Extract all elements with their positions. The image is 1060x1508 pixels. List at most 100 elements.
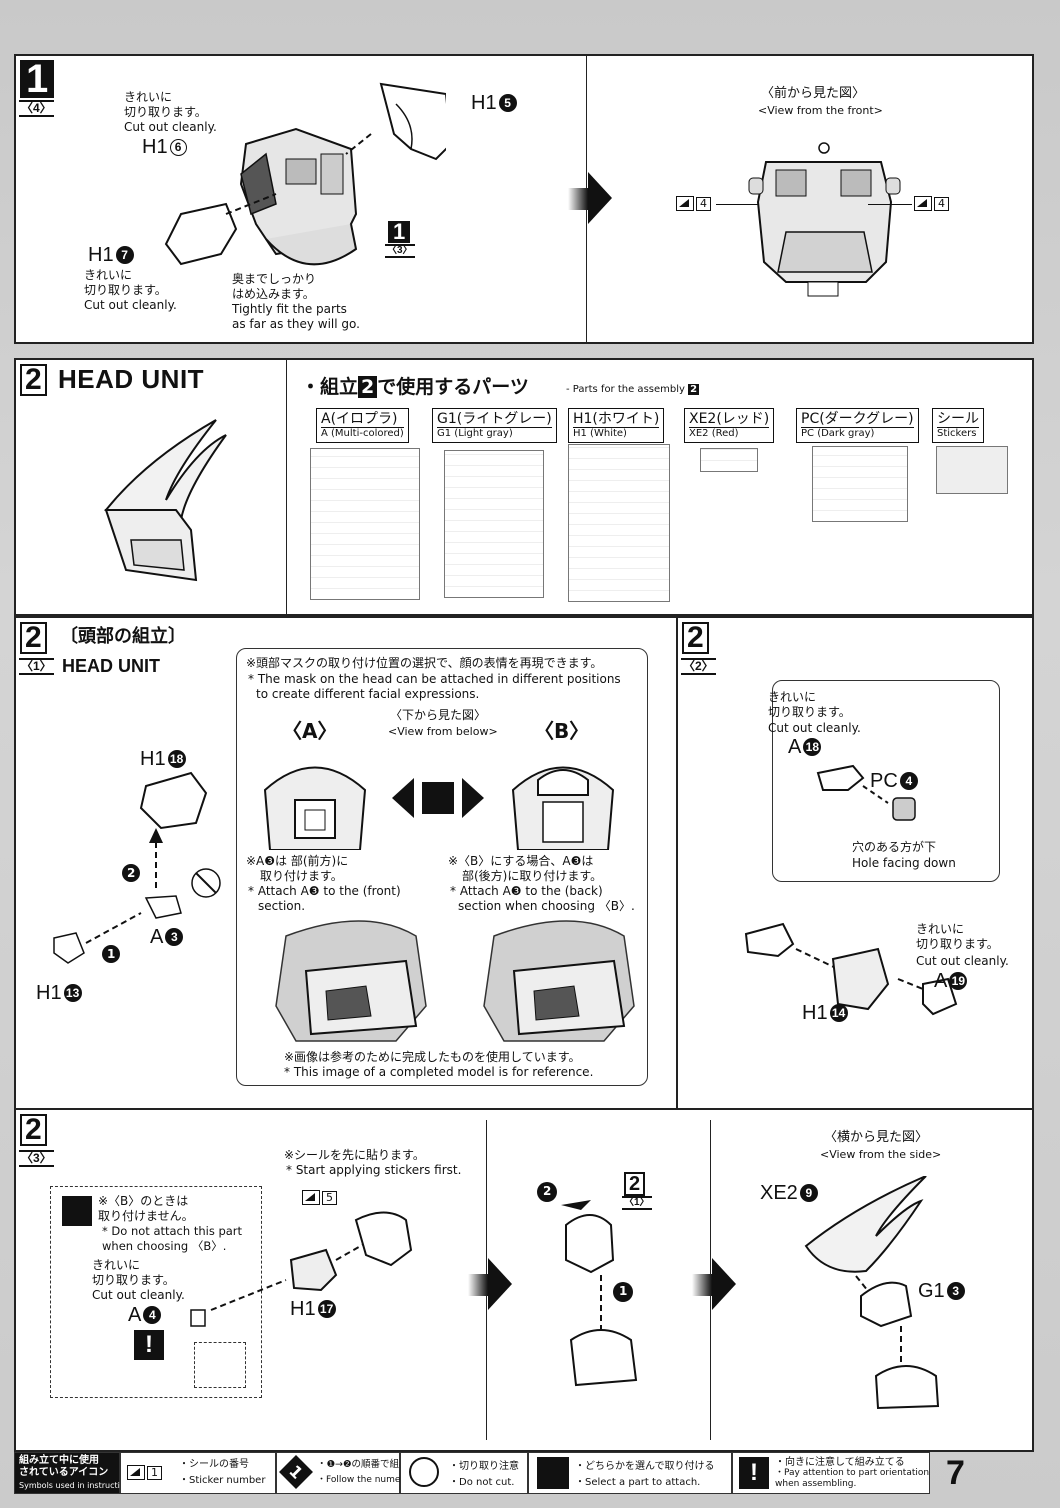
page-number-box: 7 <box>930 1452 990 1494</box>
cut-cleanly-note-jp: きれいに 切り取ります。 <box>124 90 207 119</box>
cut-cleanly-note-jp: きれいに 切り取ります。 <box>768 690 851 719</box>
order-1-marker: 1 <box>619 1284 628 1298</box>
front-sticker-right: 4 <box>914 196 949 211</box>
parts-heading-en: - Parts for the assembly 2 <box>566 384 700 395</box>
no-attach-note-en: * Do not attach this part when choosing … <box>102 1224 243 1253</box>
step-number: 1 <box>20 59 55 99</box>
next-arrow-icon <box>712 1258 736 1310</box>
head-side-assembly-drawing <box>804 1176 940 1410</box>
tightly-fit-note-jp: 奥までしっかり はめ込みます。 <box>232 272 317 301</box>
parts-tag-h1: H1(ホワイト)H1 (White) <box>568 408 665 443</box>
option-a-note-en-2: section. <box>258 899 306 913</box>
reference-image-note-jp: ※画像は参考のために完成したものを使用しています。 <box>284 1050 581 1064</box>
reference-substep: 〈1〉 <box>622 1196 652 1210</box>
parts-tag-g1: G1(ライトグレー)G1 (Light gray) <box>432 408 557 443</box>
option-b-below-view <box>511 766 615 850</box>
next-arrow-stem <box>468 1274 488 1296</box>
side-view-title-jp: 〈横から見た図〉 <box>824 1130 929 1145</box>
section-title-jp: 〔頭部の組立〕 <box>60 626 186 647</box>
order-1-marker: 1 <box>107 947 116 961</box>
step-number: 2 <box>682 622 709 654</box>
substep-label: 〈4〉 <box>19 100 54 117</box>
step-number: 2 <box>20 622 47 654</box>
sprue-g1-image <box>444 450 544 598</box>
option-a-label: 〈A〉 <box>282 719 338 743</box>
order-icon: 1 <box>279 1455 313 1489</box>
cut-cleanly-note-en: Cut out cleanly. <box>124 120 217 134</box>
section-title: HEAD UNIT <box>58 364 205 394</box>
substep-label: 〈1〉 <box>19 658 54 675</box>
option-b-note-jp-2: 部(後方)に取り付けます。 <box>462 869 603 883</box>
sprue-h1-image <box>568 444 670 602</box>
below-view-title-en: <View from below> <box>388 725 498 738</box>
sticker-leader-right <box>868 204 912 205</box>
head-front-view-drawing <box>748 142 901 297</box>
step-number: 2 <box>20 1114 47 1146</box>
reference-image-note-en: * This image of a completed model is for… <box>284 1065 594 1079</box>
orientation-warning-icon: ! <box>739 1457 769 1489</box>
section-title-en: HEAD UNIT <box>62 656 160 676</box>
side-view-title-en: <View from the side> <box>820 1148 942 1161</box>
head-mask-assembly-drawing <box>53 771 221 964</box>
reference-step-number: 2 <box>624 1172 646 1196</box>
legend-orientation: ! ・向きに注意して組み立てる ・Pay attention to part o… <box>732 1452 930 1494</box>
option-b-label: 〈B〉 <box>534 719 590 743</box>
tightly-fit-note-en: Tightly fit the parts as far as they wil… <box>232 302 360 331</box>
sticker-first-note-jp: ※シールを先に貼ります。 <box>284 1148 425 1162</box>
not-for-b-box <box>50 1186 262 1398</box>
sticker-first-note-en: * Start applying stickers first. <box>286 1163 462 1177</box>
panel-divider <box>286 360 287 614</box>
cut-cleanly-note2-en: Cut out cleanly. <box>84 298 177 312</box>
mask-note-en-1: * The mask on the head can be attached i… <box>248 672 621 686</box>
reference-substep: 〈3〉 <box>385 244 415 258</box>
sticker-icon <box>302 1190 320 1205</box>
cut-cleanly-note-jp: きれいに 切り取ります。 <box>92 1258 175 1287</box>
do-not-cut-icon <box>409 1457 439 1487</box>
next-arrow-stem <box>568 188 588 210</box>
select-part-icon <box>392 778 484 818</box>
mask-note-jp: ※頭部マスクの取り付け位置の選択で、顔の表情を再現できます。 <box>246 656 603 670</box>
orientation-warning-icon: ! <box>134 1330 164 1360</box>
sticker-icon <box>676 196 694 211</box>
step-number: 2 <box>20 364 47 396</box>
sticker-sheet-image <box>936 446 1008 494</box>
cut-cleanly-note2-en: Cut out cleanly. <box>916 954 1009 968</box>
head-rear-assembly-drawing <box>744 922 958 1016</box>
legend-do-not-cut: ・切り取り注意 ・Do not cut. <box>400 1452 528 1494</box>
sticker-icon <box>914 196 932 211</box>
sticker-icon <box>127 1465 145 1480</box>
order-2-marker: 2 <box>543 1184 552 1198</box>
front-view-title-en: <View from the front> <box>758 104 883 117</box>
cut-cleanly-note2-jp: きれいに 切り取ります。 <box>916 922 999 951</box>
head-unit-preview-drawing <box>104 419 227 582</box>
below-view-title-jp: 〈下から見た図〉 <box>390 708 487 722</box>
head-combine-drawing <box>537 1182 638 1387</box>
cut-cleanly-note2-jp: きれいに 切り取ります。 <box>84 268 167 297</box>
option-a-note-jp-2: 取り付けます。 <box>260 869 343 883</box>
next-arrow-icon <box>488 1258 512 1310</box>
legend-select-part: ・どちらかを選んで取り付ける ・Select a part to attach. <box>528 1452 732 1494</box>
sticker-leader-left <box>716 204 758 205</box>
option-a-note-jp-1: ※A❸は 部(前方)に <box>246 854 349 868</box>
mask-note-en-2: to create different facial expressions. <box>256 687 480 701</box>
order-2-marker: 2 <box>127 866 136 880</box>
no-attach-note-jp: ※〈B〉のときは 取り付けません。 <box>98 1194 194 1223</box>
option-b-note-en-1: * Attach A❸ to the (back) <box>450 884 603 898</box>
mask-attach-drawing <box>190 1211 413 1327</box>
head-assembly-drawing <box>164 82 446 266</box>
substep-label: 〈2〉 <box>681 658 716 675</box>
